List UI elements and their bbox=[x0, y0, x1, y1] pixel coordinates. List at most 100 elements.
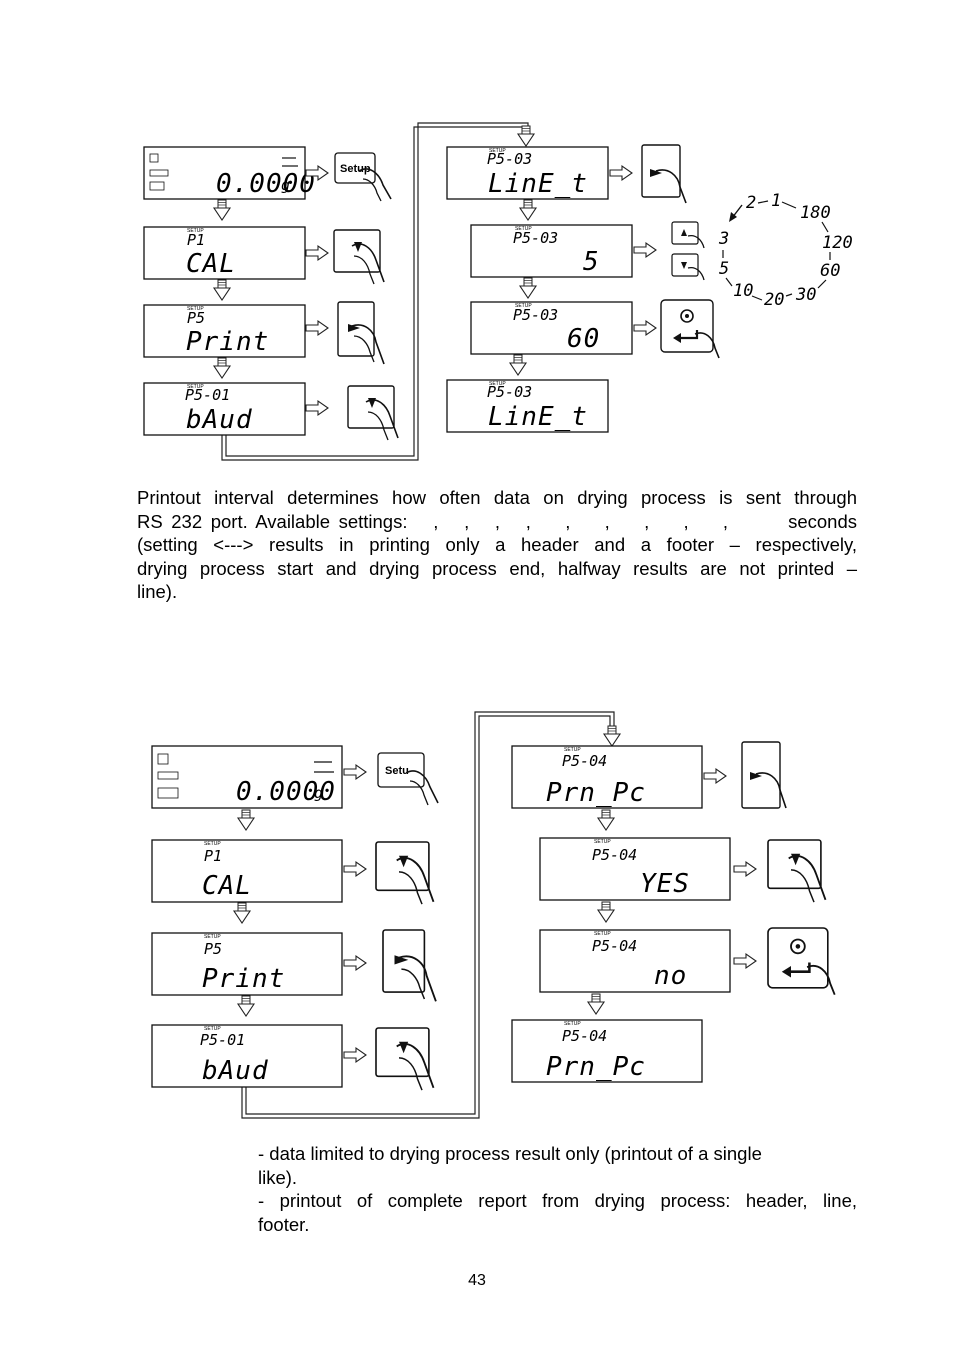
display-code: P5-04 bbox=[562, 1027, 607, 1045]
menu-display-p5-03-c: SETUP P5-03 60 bbox=[470, 301, 633, 355]
home-display-value: 0.0000 bbox=[236, 777, 336, 807]
paragraph-line: - printout of complete report from dryin… bbox=[258, 1190, 857, 1211]
setup-key-label: Setu bbox=[385, 765, 409, 777]
printout-interval-paragraph: Printout interval determines how often d… bbox=[137, 486, 857, 604]
cycle-value: 3 bbox=[718, 229, 729, 249]
svg-text:SETUP: SETUP bbox=[594, 931, 611, 937]
svg-text:SETUP: SETUP bbox=[187, 384, 204, 390]
svg-text:SETUP: SETUP bbox=[515, 303, 532, 309]
menu-display-p5-01: SETUP P5-01 bAud bbox=[151, 1024, 343, 1088]
display-text: CAL bbox=[202, 871, 252, 901]
home-display: 0.0000 g bbox=[151, 745, 343, 809]
down-key[interactable] bbox=[348, 386, 398, 440]
paragraph-line: Printout interval determines how often d… bbox=[137, 487, 857, 508]
display-code: P5 bbox=[204, 940, 222, 958]
setup-key[interactable]: Setu bbox=[377, 752, 439, 806]
diagram-1: 0.0000 g Setup SETUP P1 CAL SETUP P5 Pr bbox=[143, 122, 853, 461]
menu-display-p5-04-d: SETUP P5-04 Prn_Pc bbox=[511, 1019, 703, 1083]
down-key[interactable] bbox=[768, 840, 826, 902]
display-text: bAud bbox=[186, 405, 253, 435]
menu-display-p5-01: SETUP P5-01 bAud bbox=[143, 382, 306, 436]
right-key[interactable] bbox=[337, 301, 385, 365]
menu-display-p5-04-a: SETUP P5-04 Prn_Pc bbox=[511, 745, 703, 809]
menu-display-p5-03-b: SETUP P5-03 5 bbox=[470, 224, 633, 278]
down-key[interactable] bbox=[376, 842, 434, 904]
paragraph-line: like). bbox=[258, 1166, 298, 1188]
menu-display-p1: SETUP P1 CAL bbox=[143, 226, 306, 280]
menu-display-p5: SETUP P5 Print bbox=[151, 932, 343, 996]
display-code: P5-04 bbox=[562, 752, 607, 770]
cycle-value: 10 bbox=[733, 281, 753, 301]
paragraph-line: line). bbox=[137, 581, 178, 602]
down-key[interactable] bbox=[376, 1028, 434, 1090]
home-display-value: 0.0000 bbox=[216, 169, 316, 199]
cycle-value: 5 bbox=[719, 259, 729, 279]
display-text: Prn_Pc bbox=[546, 778, 646, 808]
cycle-value: 60 bbox=[820, 261, 840, 281]
paragraph-line: footer. bbox=[258, 1213, 310, 1235]
enter-key[interactable] bbox=[766, 926, 836, 996]
display-code: P1 bbox=[204, 847, 222, 865]
svg-text:SETUP: SETUP bbox=[204, 934, 221, 940]
svg-text:SETUP: SETUP bbox=[204, 841, 221, 847]
svg-text:SETUP: SETUP bbox=[187, 306, 204, 312]
display-code: P5-04 bbox=[592, 846, 637, 864]
display-text: LinE_t bbox=[488, 169, 588, 199]
display-text: Prn_Pc bbox=[546, 1052, 646, 1082]
interval-cycle: 2 1 180 120 60 30 20 10 5 3 bbox=[718, 191, 853, 310]
page-number: 43 bbox=[468, 1272, 486, 1289]
svg-text:SETUP: SETUP bbox=[564, 747, 581, 753]
home-display: 0.0000 g bbox=[143, 146, 316, 200]
svg-text:SETUP: SETUP bbox=[489, 148, 506, 154]
paragraph-line: drying process start and drying process … bbox=[137, 557, 857, 579]
menu-display-p5-04-c: SETUP P5-04 no bbox=[539, 929, 731, 993]
display-code: P5-03 bbox=[513, 306, 558, 324]
setup-key[interactable]: Setup bbox=[334, 152, 392, 202]
menu-display-p5-03-a: SETUP P5-03 LinE_t bbox=[446, 146, 609, 200]
display-code: P5 bbox=[187, 309, 205, 327]
display-code: P5-04 bbox=[592, 937, 637, 955]
up-key[interactable] bbox=[671, 221, 705, 249]
right-key[interactable] bbox=[741, 741, 787, 809]
home-display-unit: g bbox=[314, 784, 323, 802]
display-text: CAL bbox=[186, 249, 236, 279]
display-text: Print bbox=[202, 964, 285, 994]
display-code: P5-03 bbox=[513, 229, 558, 247]
home-display-unit: g bbox=[281, 176, 290, 194]
svg-text:SETUP: SETUP bbox=[187, 228, 204, 234]
right-key[interactable] bbox=[382, 929, 437, 1003]
display-code: P5-01 bbox=[185, 386, 230, 404]
svg-text:SETUP: SETUP bbox=[594, 839, 611, 845]
cycle-value: 30 bbox=[795, 285, 816, 305]
menu-display-p1: SETUP P1 CAL bbox=[151, 839, 343, 903]
cycle-value: 1 bbox=[771, 191, 781, 211]
svg-text:SETUP: SETUP bbox=[489, 381, 506, 387]
cycle-value: 2 bbox=[746, 193, 756, 213]
paragraph-line: (setting <---> results in printing only … bbox=[137, 534, 857, 555]
down-key[interactable] bbox=[671, 253, 705, 281]
cycle-value: 120 bbox=[822, 233, 853, 253]
display-text: 60 bbox=[567, 324, 600, 354]
down-key[interactable] bbox=[334, 230, 384, 284]
printout-mode-paragraph: - data limited to drying process result … bbox=[258, 1142, 857, 1236]
enter-key[interactable] bbox=[659, 298, 721, 360]
display-code: P5-01 bbox=[200, 1031, 245, 1049]
display-text: Print bbox=[186, 327, 269, 357]
display-text: 5 bbox=[583, 247, 600, 277]
menu-display-p5: SETUP P5 Print bbox=[143, 304, 306, 358]
cycle-value: 20 bbox=[764, 290, 784, 310]
svg-text:SETUP: SETUP bbox=[515, 226, 532, 232]
right-key[interactable] bbox=[641, 144, 687, 204]
menu-display-p5-03-d: SETUP P5-03 LinE_t bbox=[446, 379, 609, 433]
setup-key-label: Setup bbox=[340, 163, 371, 175]
display-text: bAud bbox=[202, 1056, 269, 1086]
display-code: P5-03 bbox=[487, 150, 532, 168]
diagram-2: 0.0000 g Setu SETUP P1 CAL SETUP P5 Prin… bbox=[151, 711, 836, 1119]
display-text: YES bbox=[640, 869, 690, 899]
display-text: LinE_t bbox=[488, 402, 588, 432]
svg-text:SETUP: SETUP bbox=[204, 1026, 221, 1032]
cycle-value: 180 bbox=[800, 203, 831, 223]
paragraph-line: RS 232 port. Available settings: , , , ,… bbox=[137, 510, 857, 532]
display-code: P5-03 bbox=[487, 383, 532, 401]
